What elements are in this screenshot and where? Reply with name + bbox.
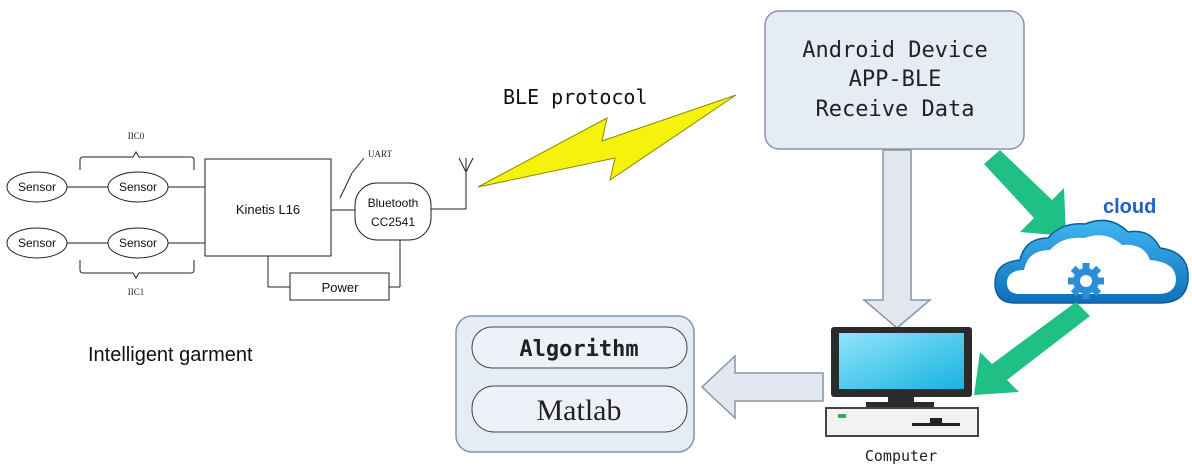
sensor-label: Sensor [18, 180, 56, 194]
green-arrow-to-computer [974, 302, 1090, 395]
bus-label-iic1: IIC1 [128, 287, 145, 297]
antenna-icon [458, 157, 474, 173]
ble-protocol-label: BLE protocol [503, 85, 648, 109]
computer-label: Computer [865, 447, 937, 465]
matlab-pill [471, 385, 688, 433]
cloud-icon [994, 219, 1189, 304]
algorithm-pill [471, 326, 688, 369]
cloud-label: cloud [1103, 196, 1156, 218]
bus-label-iic0: IIC0 [128, 131, 145, 141]
green-arrow-to-cloud [984, 150, 1066, 236]
android-line-2: APP-BLE [849, 67, 942, 92]
lightning-bolt-icon [477, 94, 737, 188]
down-arrow [861, 149, 933, 329]
android-line-1: Android Device [802, 38, 987, 63]
uart-marker [339, 172, 353, 199]
mcu-label: Kinetis L16 [236, 202, 300, 217]
android-line-3: Receive Data [816, 97, 975, 122]
garment-hardware [6, 151, 474, 301]
sensor-label: Sensor [18, 236, 56, 250]
garment-caption: Intelligent garment [88, 344, 253, 366]
matlab-label: Matlab [537, 394, 622, 427]
sensor-label: Sensor [119, 180, 157, 194]
brace-iic1 [79, 260, 195, 279]
computer-icon [825, 327, 979, 437]
android-device-box [764, 10, 1025, 150]
algorithm-label: Algorithm [519, 337, 638, 362]
left-arrow [700, 354, 824, 420]
uart-label: UART [368, 149, 392, 159]
bluetooth-box [354, 182, 432, 241]
brace-iic0 [79, 151, 195, 170]
gear-icon [1068, 263, 1104, 299]
bluetooth-model-label: CC2541 [371, 215, 415, 229]
sensor-label: Sensor [119, 236, 157, 250]
bluetooth-label: Bluetooth [368, 196, 419, 210]
power-label: Power [322, 280, 360, 295]
